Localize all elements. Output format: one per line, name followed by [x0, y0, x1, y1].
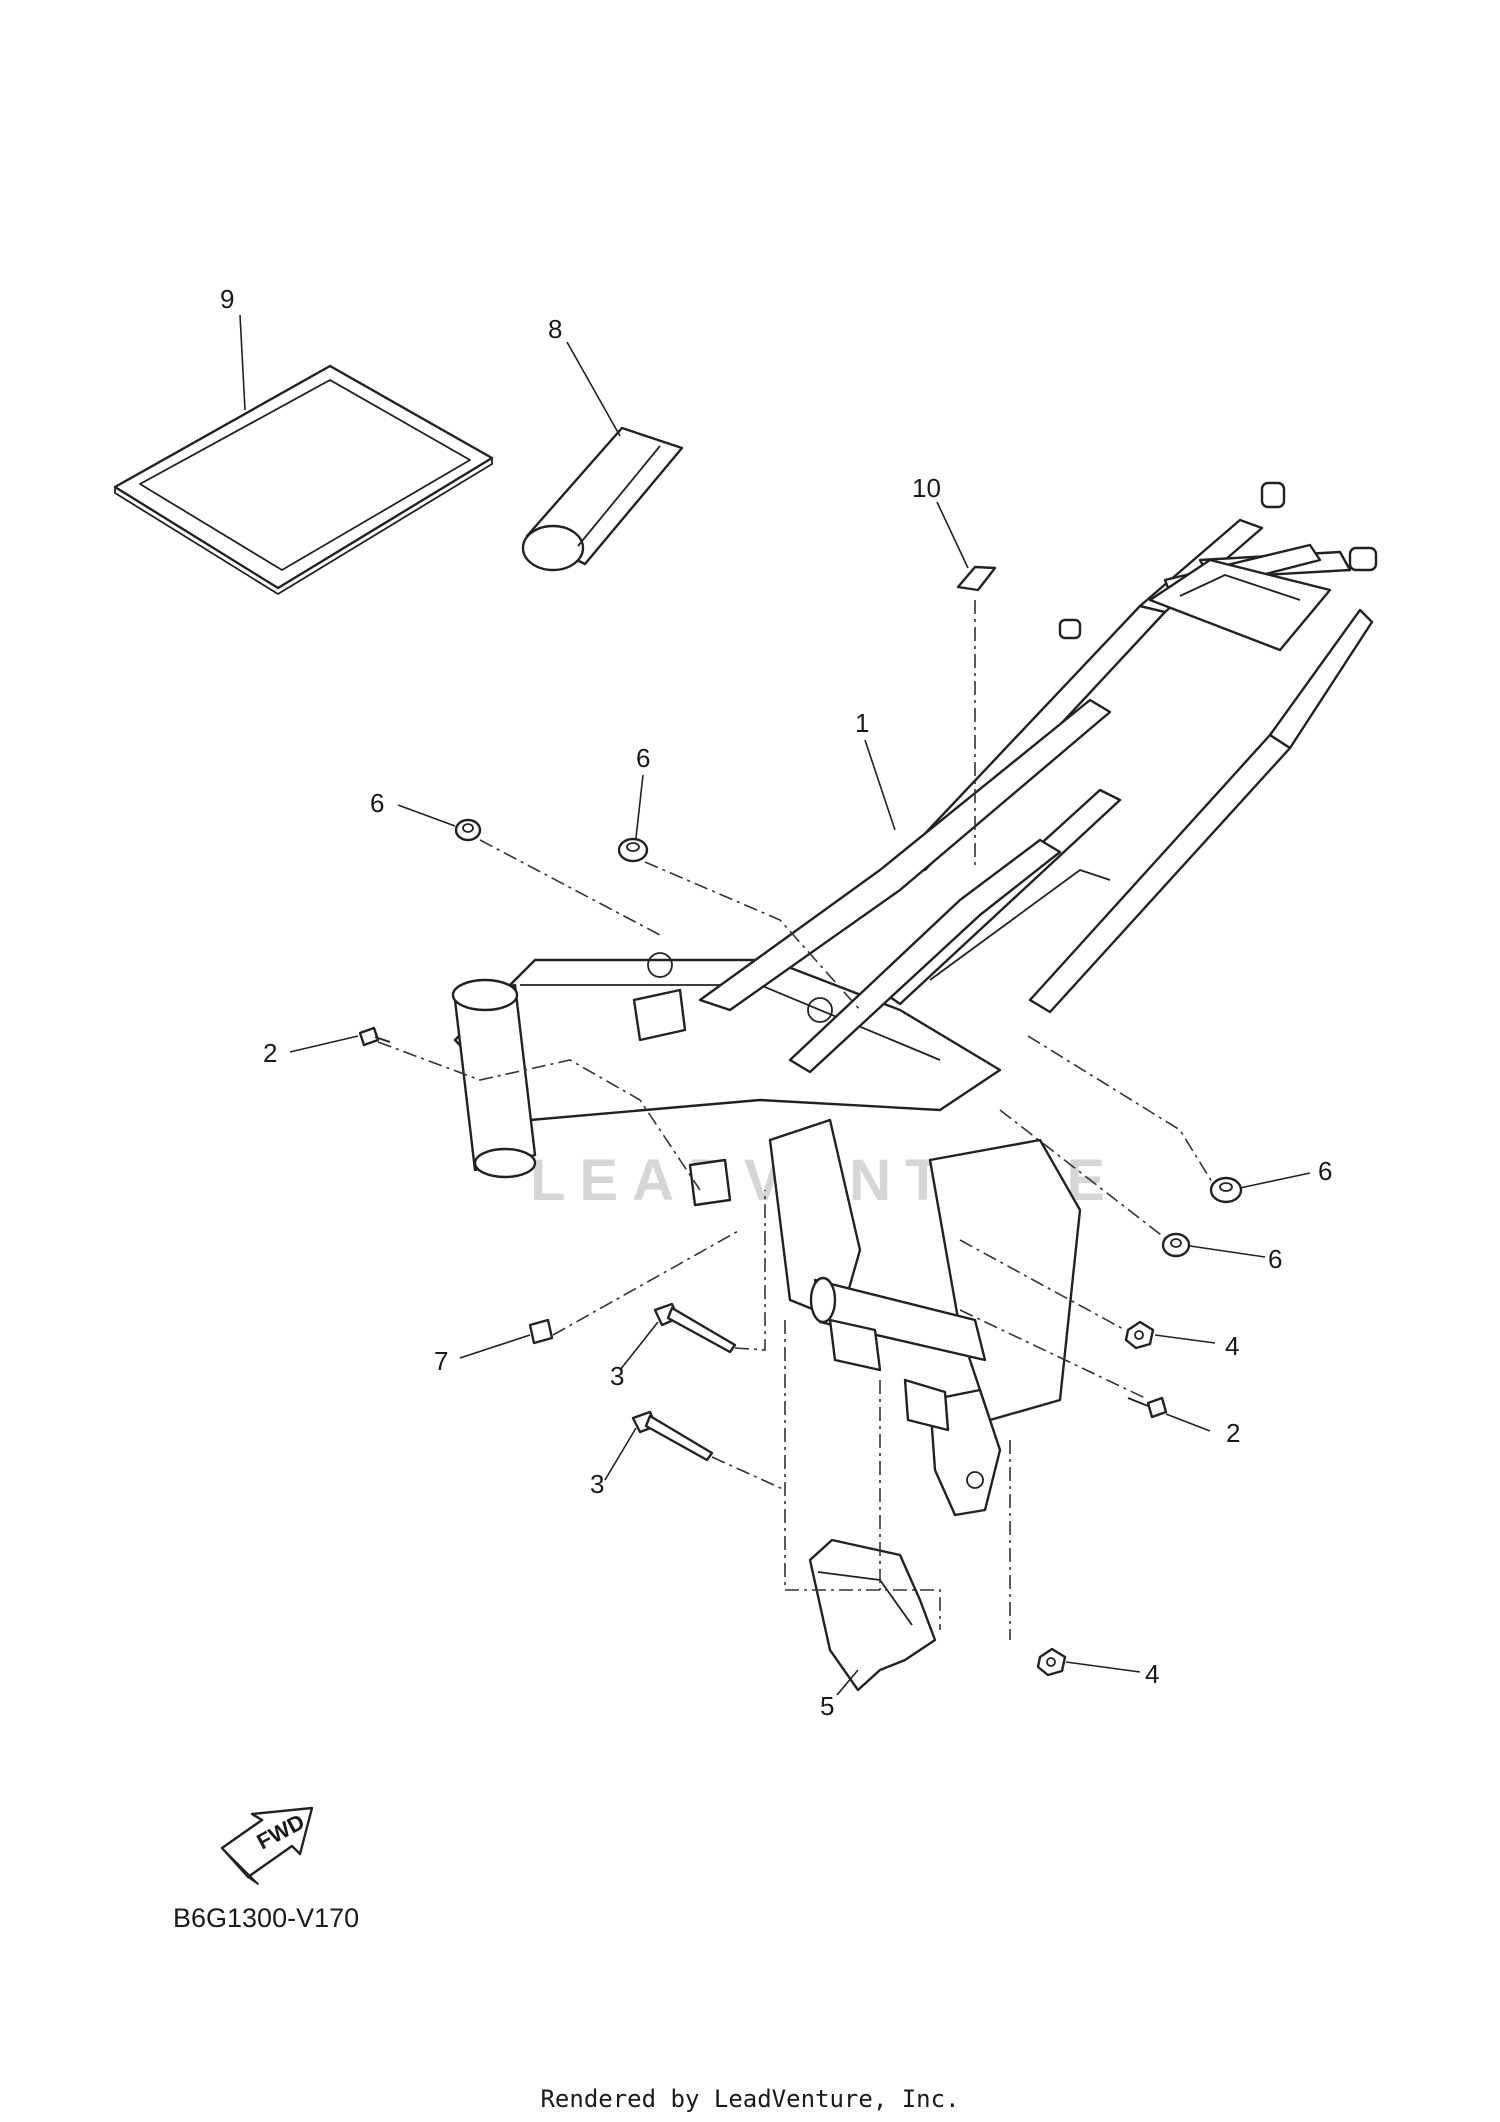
- callout-4b: 4: [1145, 1659, 1159, 1689]
- part-10-label[interactable]: [956, 565, 997, 592]
- part-8-cover[interactable]: [521, 426, 684, 572]
- callout-2b: 2: [1226, 1418, 1240, 1448]
- part-2-bolt-b[interactable]: [1127, 1396, 1168, 1419]
- callout-7: 7: [434, 1346, 448, 1376]
- part-9-pouch[interactable]: [113, 364, 494, 595]
- callout-6c: 6: [1318, 1156, 1332, 1186]
- diagram-code: B6G1300-V170: [173, 1903, 360, 1933]
- part-6-grommet-b[interactable]: [617, 837, 649, 863]
- part-6-grommet-a[interactable]: [454, 818, 482, 842]
- leader-lines: [239, 314, 1311, 1696]
- callout-6d: 6: [1268, 1244, 1282, 1274]
- callout-8: 8: [548, 314, 562, 344]
- part-4-nut-b[interactable]: [1036, 1647, 1067, 1677]
- callout-5: 5: [820, 1691, 834, 1721]
- part-6-grommet-d[interactable]: [1161, 1232, 1191, 1258]
- part-5-guard[interactable]: [808, 1538, 937, 1692]
- callout-4a: 4: [1225, 1331, 1239, 1361]
- callout-3b: 3: [590, 1469, 604, 1499]
- fwd-arrow-icon: FWD: [220, 1806, 314, 1885]
- callout-6b: 6: [636, 743, 650, 773]
- part-7-clip[interactable]: [528, 1318, 554, 1345]
- callout-3a: 3: [610, 1361, 624, 1391]
- part-2-bolt-a[interactable]: [358, 1026, 391, 1047]
- callout-10: 10: [912, 473, 941, 503]
- callout-1: 1: [855, 708, 869, 738]
- callout-2a: 2: [263, 1038, 277, 1068]
- render-credit: Rendered by LeadVenture, Inc.: [540, 2085, 960, 2113]
- assembly-lines: [377, 600, 1213, 1640]
- part-1-main-frame[interactable]: [451, 481, 1378, 1517]
- part-3-bolt-b[interactable]: [631, 1410, 714, 1462]
- part-6-grommet-c[interactable]: [1209, 1176, 1243, 1204]
- part-4-nut-a[interactable]: [1124, 1320, 1155, 1350]
- callout-9: 9: [220, 284, 234, 314]
- callout-6a: 6: [370, 788, 384, 818]
- part-3-bolt-a[interactable]: [653, 1302, 737, 1354]
